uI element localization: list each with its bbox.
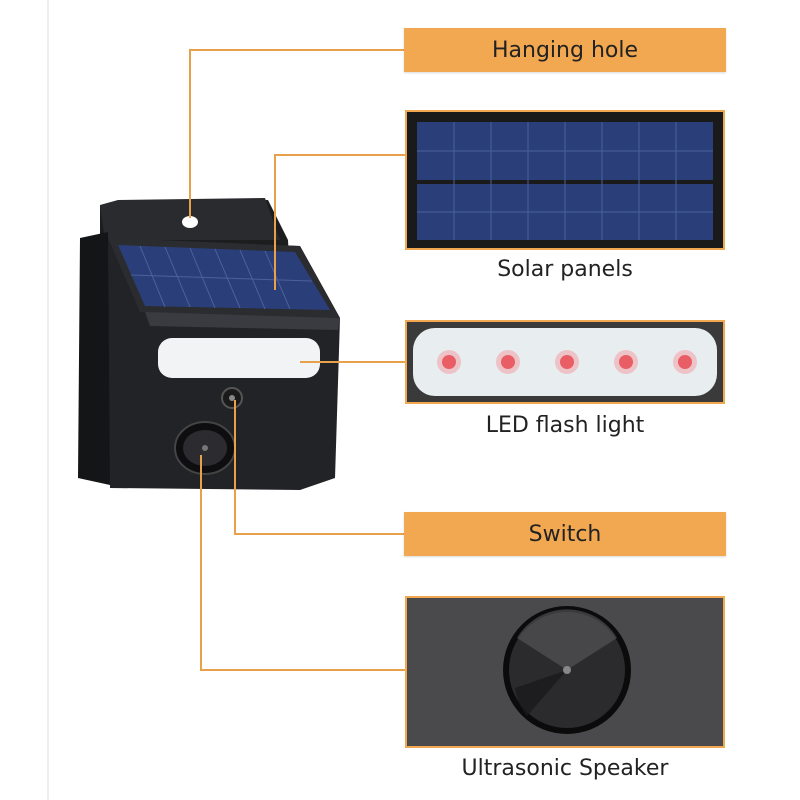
- hanging-hole-text: Hanging hole: [492, 37, 638, 63]
- speaker-cone-icon: [407, 598, 723, 746]
- led-flash-light-caption: LED flash light: [485, 413, 645, 438]
- hanging-hole-label: Hanging hole: [404, 28, 726, 72]
- device-illustration: [78, 198, 340, 490]
- speaker-detail: [405, 596, 725, 748]
- switch-label: Switch: [404, 512, 726, 556]
- ultrasonic-speaker-caption: Ultrasonic Speaker: [461, 756, 669, 781]
- led-detail: [405, 320, 725, 404]
- leader-lines: [189, 49, 405, 671]
- switch-text: Switch: [528, 521, 602, 547]
- led-light-bar-icon: [407, 322, 723, 402]
- solar-panel-detail: [405, 110, 725, 250]
- device-led-bar: [158, 338, 320, 378]
- solar-panels-caption: Solar panels: [497, 257, 633, 282]
- solar-panel-icon: [407, 112, 723, 248]
- device-hanging-hole: [182, 216, 198, 228]
